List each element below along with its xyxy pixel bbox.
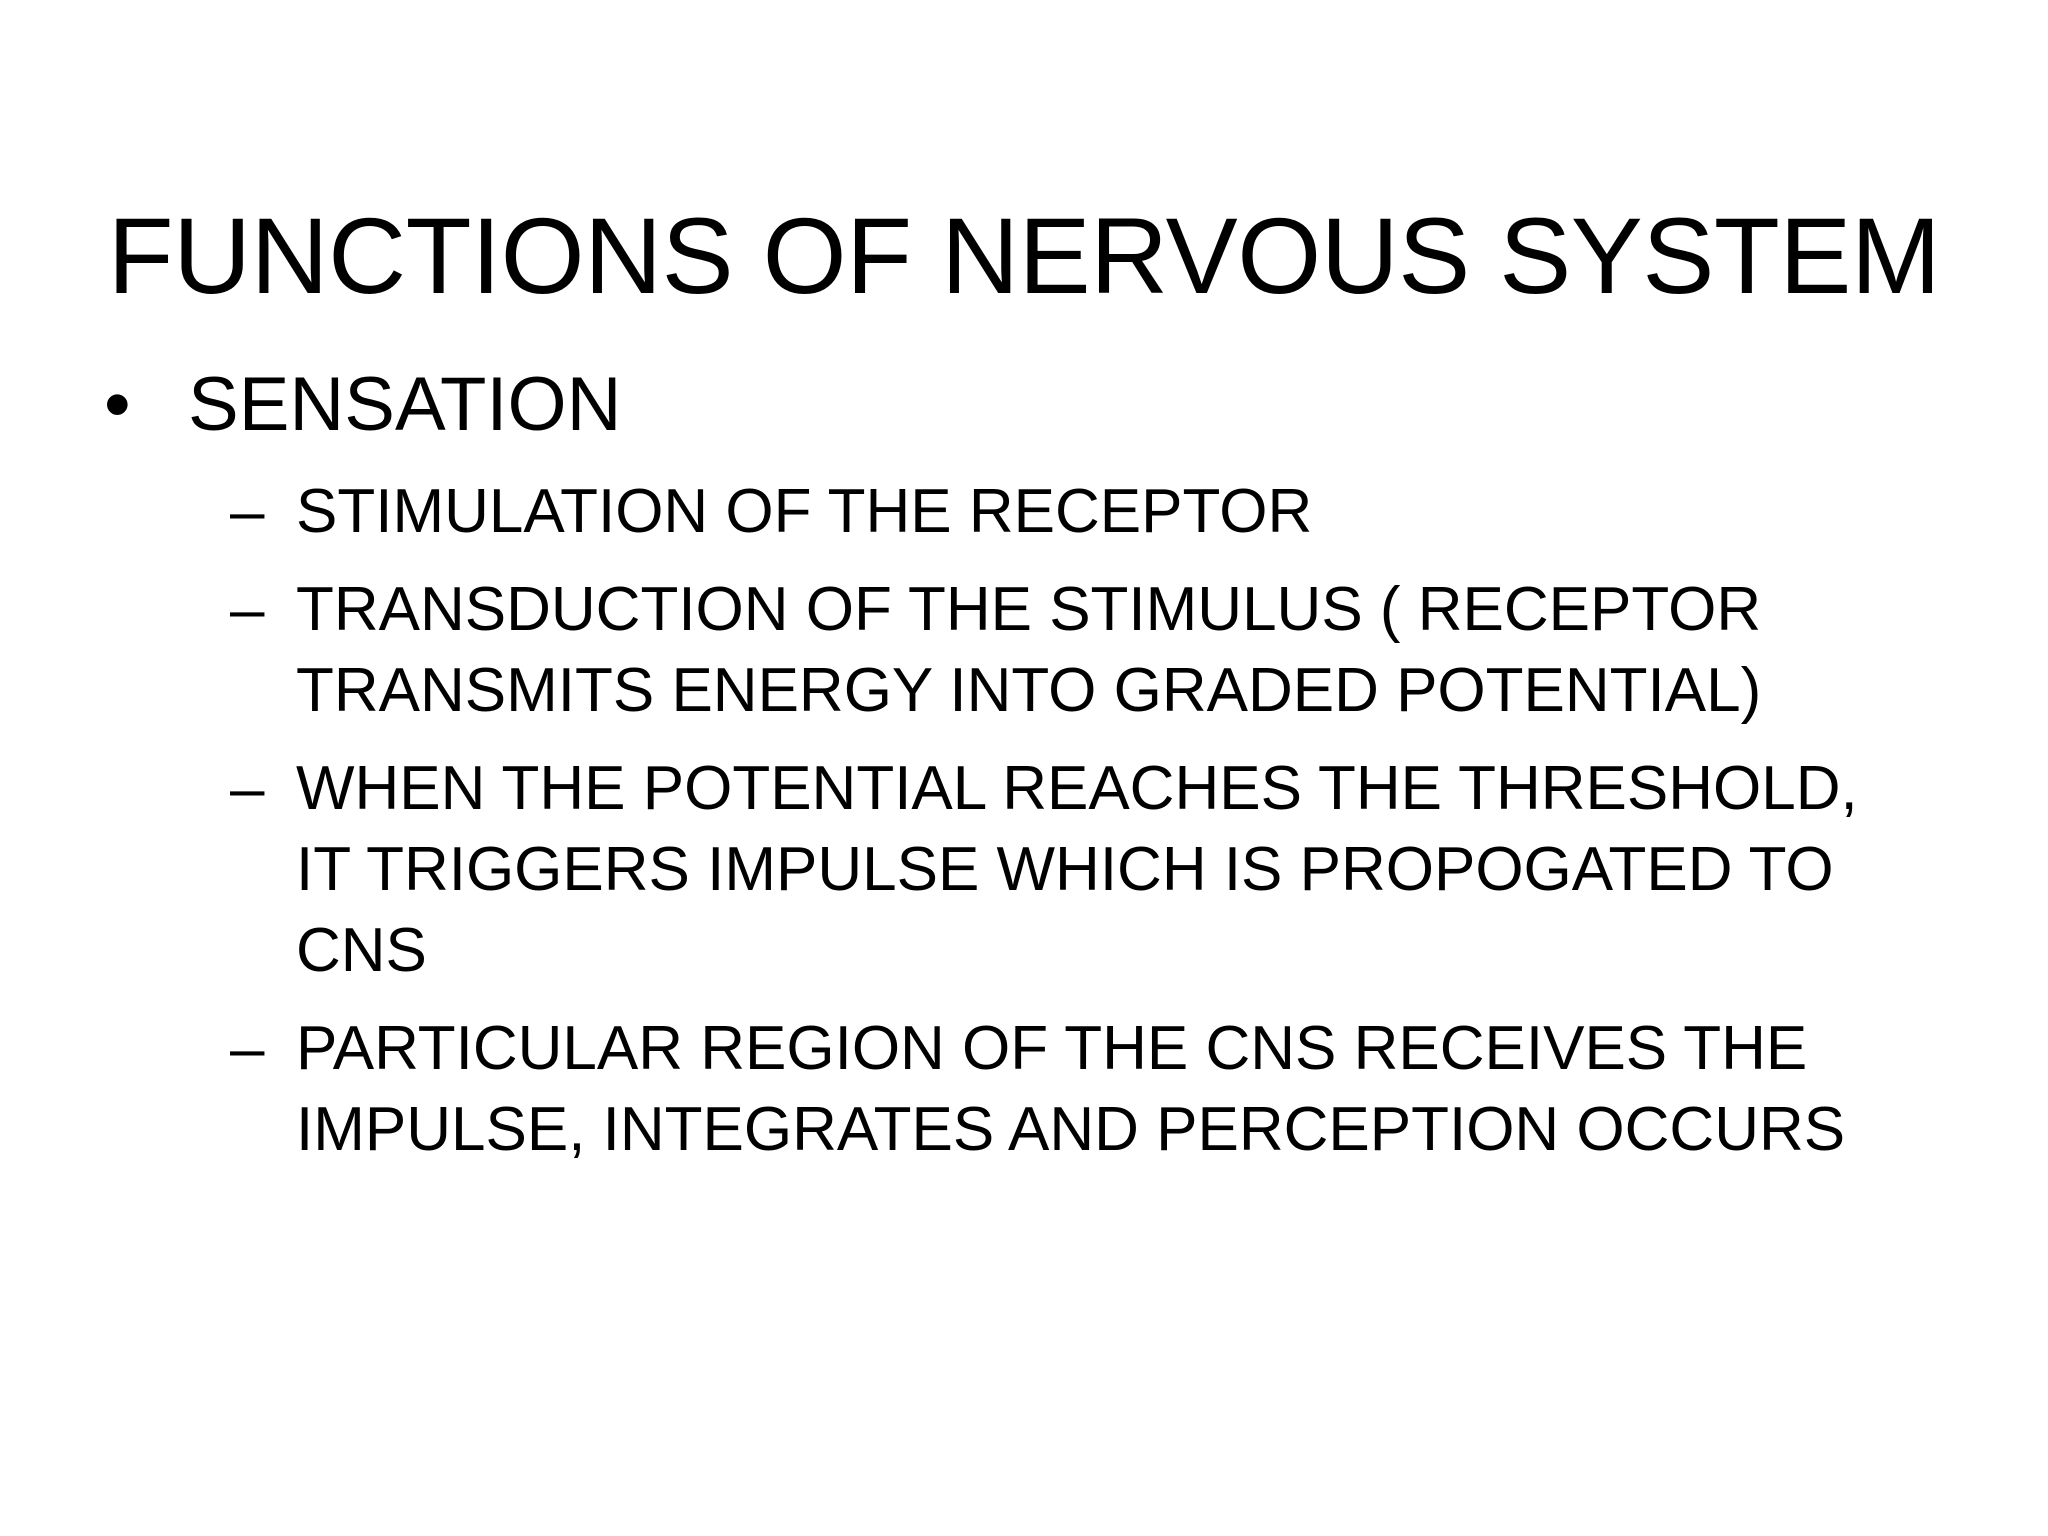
- round-bullet-icon: •: [104, 362, 131, 447]
- en-dash-bullet-icon: –: [230, 754, 265, 824]
- bullet-level2-label: PARTICULAR REGION OF THE CNS RECEIVES TH…: [296, 1014, 1846, 1164]
- slide-title: FUNCTIONS OF NERVOUS SYSTEM: [0, 200, 2048, 312]
- bullet-level2-label: TRANSDUCTION OF THE STIMULUS ( RECEPTOR …: [296, 575, 1762, 725]
- slide-title-text: FUNCTIONS OF NERVOUS SYSTEM: [107, 195, 1941, 317]
- en-dash-bullet-icon: –: [230, 1014, 265, 1084]
- slide-body: • SENSATION – STIMULATION OF THE RECEPTO…: [104, 360, 1984, 1188]
- bullet-level2-item-1[interactable]: – STIMULATION OF THE RECEPTOR: [104, 472, 1984, 553]
- bullet-level2-label: STIMULATION OF THE RECEPTOR: [296, 476, 1313, 546]
- bullet-level2-item-4[interactable]: – PARTICULAR REGION OF THE CNS RECEIVES …: [104, 1009, 1984, 1170]
- sub-bullet-list: – STIMULATION OF THE RECEPTOR – TRANSDUC…: [104, 472, 1984, 1171]
- bullet-level2-label: WHEN THE POTENTIAL REACHES THE THRESHOLD…: [296, 754, 1858, 985]
- bullet-level2-item-3[interactable]: – WHEN THE POTENTIAL REACHES THE THRESHO…: [104, 749, 1984, 991]
- bullet-level1-label: SENSATION: [188, 362, 622, 447]
- en-dash-bullet-icon: –: [230, 476, 265, 546]
- bullet-level2-item-2[interactable]: – TRANSDUCTION OF THE STIMULUS ( RECEPTO…: [104, 570, 1984, 731]
- en-dash-bullet-icon: –: [230, 575, 265, 645]
- bullet-level1-sensation[interactable]: • SENSATION: [104, 360, 1984, 450]
